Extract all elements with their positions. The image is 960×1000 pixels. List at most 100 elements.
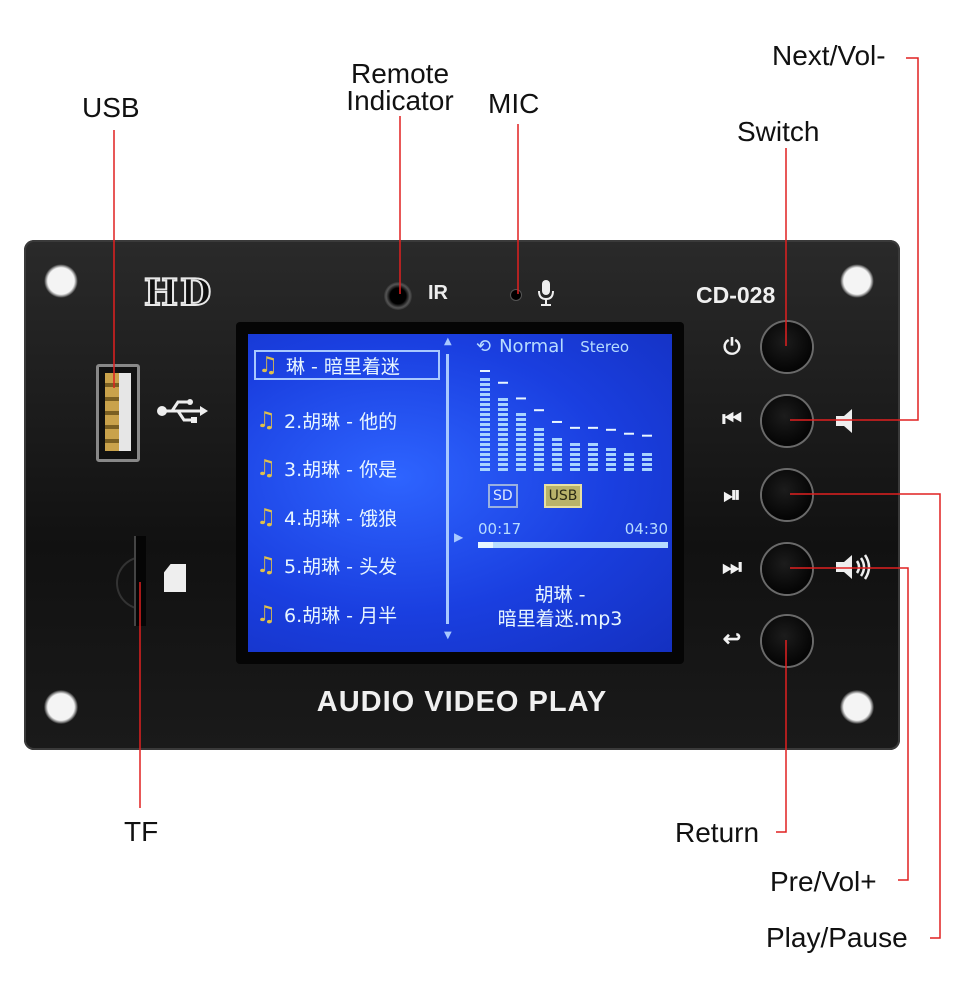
eq-bar-segment: [498, 403, 508, 406]
eq-bar-segment: [516, 458, 526, 461]
hd-logo: HD: [143, 271, 214, 315]
mic-icon: [538, 280, 554, 306]
song-list-item[interactable]: ♫5.胡琳 - 头发: [254, 542, 440, 591]
eq-bar-segment: [480, 433, 490, 436]
usb-port[interactable]: [96, 364, 140, 462]
source-badges: SD USB: [488, 484, 583, 508]
music-note-icon: ♫: [258, 352, 278, 378]
eq-bar-segment: [516, 438, 526, 441]
eq-bar-segment: [534, 453, 544, 456]
eq-bar-segment: [534, 443, 544, 446]
eq-peak: [534, 409, 544, 412]
volume-up-icon: [836, 554, 871, 580]
eq-bar-segment: [570, 463, 580, 466]
eq-bar-segment: [534, 448, 544, 451]
time-total: 04:30: [624, 520, 668, 538]
eq-bar-segment: [552, 463, 562, 466]
time-row: 00:17 04:30: [478, 520, 668, 538]
now-playing-artist: 胡琳 -: [534, 584, 586, 606]
song-title: 2.胡琳 - 他的: [284, 410, 398, 433]
eq-bar-segment: [552, 438, 562, 441]
song-list-item[interactable]: ♫4.胡琳 - 饿狼: [254, 493, 440, 542]
repeat-icon: ⟲: [476, 336, 492, 357]
eq-peak: [642, 434, 652, 437]
eq-bar-segment: [480, 423, 490, 426]
eq-bar-segment: [480, 463, 490, 466]
eq-bar-segment: [498, 423, 508, 426]
eq-bar-segment: [606, 463, 616, 466]
song-list-item[interactable]: ♫3.胡琳 - 你是: [254, 445, 440, 494]
lcd-screen: ♫琳 - 暗里着迷♫2.胡琳 - 他的♫3.胡琳 - 你是♫4.胡琳 - 饿狼♫…: [248, 334, 672, 652]
eq-bar-segment: [588, 458, 598, 461]
eq-bar-segment: [642, 463, 652, 466]
eq-bar-segment: [480, 468, 490, 471]
eq-peak: [588, 426, 598, 429]
eq-bar-segment: [516, 453, 526, 456]
song-title: 6.胡琳 - 月半: [284, 604, 398, 627]
eq-bar-segment: [516, 423, 526, 426]
eq-bar-segment: [552, 448, 562, 451]
eq-peak: [480, 370, 490, 372]
eq-bar-segment: [498, 418, 508, 421]
eq-bar-segment: [498, 463, 508, 466]
song-list-item[interactable]: ♫琳 - 暗里着迷: [254, 350, 440, 380]
eq-bar-segment: [498, 398, 508, 401]
eq-bar-segment: [606, 468, 616, 471]
eq-bar-segment: [480, 443, 490, 446]
usb-icon: [157, 399, 208, 423]
eq-bar-segment: [498, 438, 508, 441]
eq-bar-segment: [570, 453, 580, 456]
channel-mode: Stereo: [580, 338, 630, 356]
eq-bar-segment: [498, 413, 508, 416]
time-elapsed: 00:17: [478, 520, 522, 538]
music-note-icon: ♫: [256, 456, 276, 482]
eq-bar-segment: [588, 463, 598, 466]
play-pause-button[interactable]: [762, 470, 812, 520]
eq-bar-segment: [516, 448, 526, 451]
eq-bar-segment: [516, 443, 526, 446]
eq-bar-segment: [498, 453, 508, 456]
eq-peak: [624, 432, 634, 435]
eq-bar-segment: [570, 448, 580, 451]
song-list-item[interactable]: ♫2.胡琳 - 他的: [254, 396, 440, 445]
sd-badge: SD: [488, 484, 518, 508]
eq-bar-segment: [552, 443, 562, 446]
eq-bar-segment: [588, 453, 598, 456]
progress-bar: [478, 542, 668, 548]
pre-vol-up-button[interactable]: [762, 544, 812, 594]
label-mic: MIC: [488, 88, 540, 119]
eq-bar-segment: [588, 443, 598, 446]
eq-peak: [570, 426, 580, 429]
eq-bar-segment: [480, 403, 490, 406]
eq-bar-segment: [624, 453, 634, 456]
eq-bar-segment: [480, 428, 490, 431]
mic-hole: [511, 290, 521, 300]
return-button[interactable]: [762, 616, 812, 666]
label-remote-indicator: Remote Indicator: [346, 60, 453, 115]
mount-hole-top-right: [840, 264, 874, 298]
label-switch: Switch: [737, 116, 820, 147]
eq-bar-segment: [516, 428, 526, 431]
eq-bar-segment: [588, 468, 598, 471]
eq-bar-segment: [480, 383, 490, 386]
tf-card-slot[interactable]: [134, 536, 146, 626]
eq-bar-segment: [570, 468, 580, 471]
eq-bar-segment: [606, 458, 616, 461]
next-vol-down-button[interactable]: [762, 396, 812, 446]
eq-bar-segment: [498, 468, 508, 471]
tf-card-icon: [164, 564, 186, 592]
power-switch-button[interactable]: [762, 322, 812, 372]
mode-row: ⟲ Normal Stereo: [476, 336, 629, 357]
eq-bar-segment: [534, 438, 544, 441]
song-list-item[interactable]: ♫6.胡琳 - 月半: [254, 590, 440, 639]
eq-bar-segment: [480, 413, 490, 416]
eq-bar-segment: [624, 463, 634, 466]
music-note-icon: ♫: [256, 504, 276, 530]
eq-bar-segment: [552, 458, 562, 461]
eq-bar-segment: [534, 458, 544, 461]
eq-bar-segment: [642, 453, 652, 456]
eq-bar-segment: [606, 453, 616, 456]
eq-bar-segment: [480, 378, 490, 381]
mount-hole-bottom-left: [44, 690, 78, 724]
eq-bar-segment: [480, 418, 490, 421]
